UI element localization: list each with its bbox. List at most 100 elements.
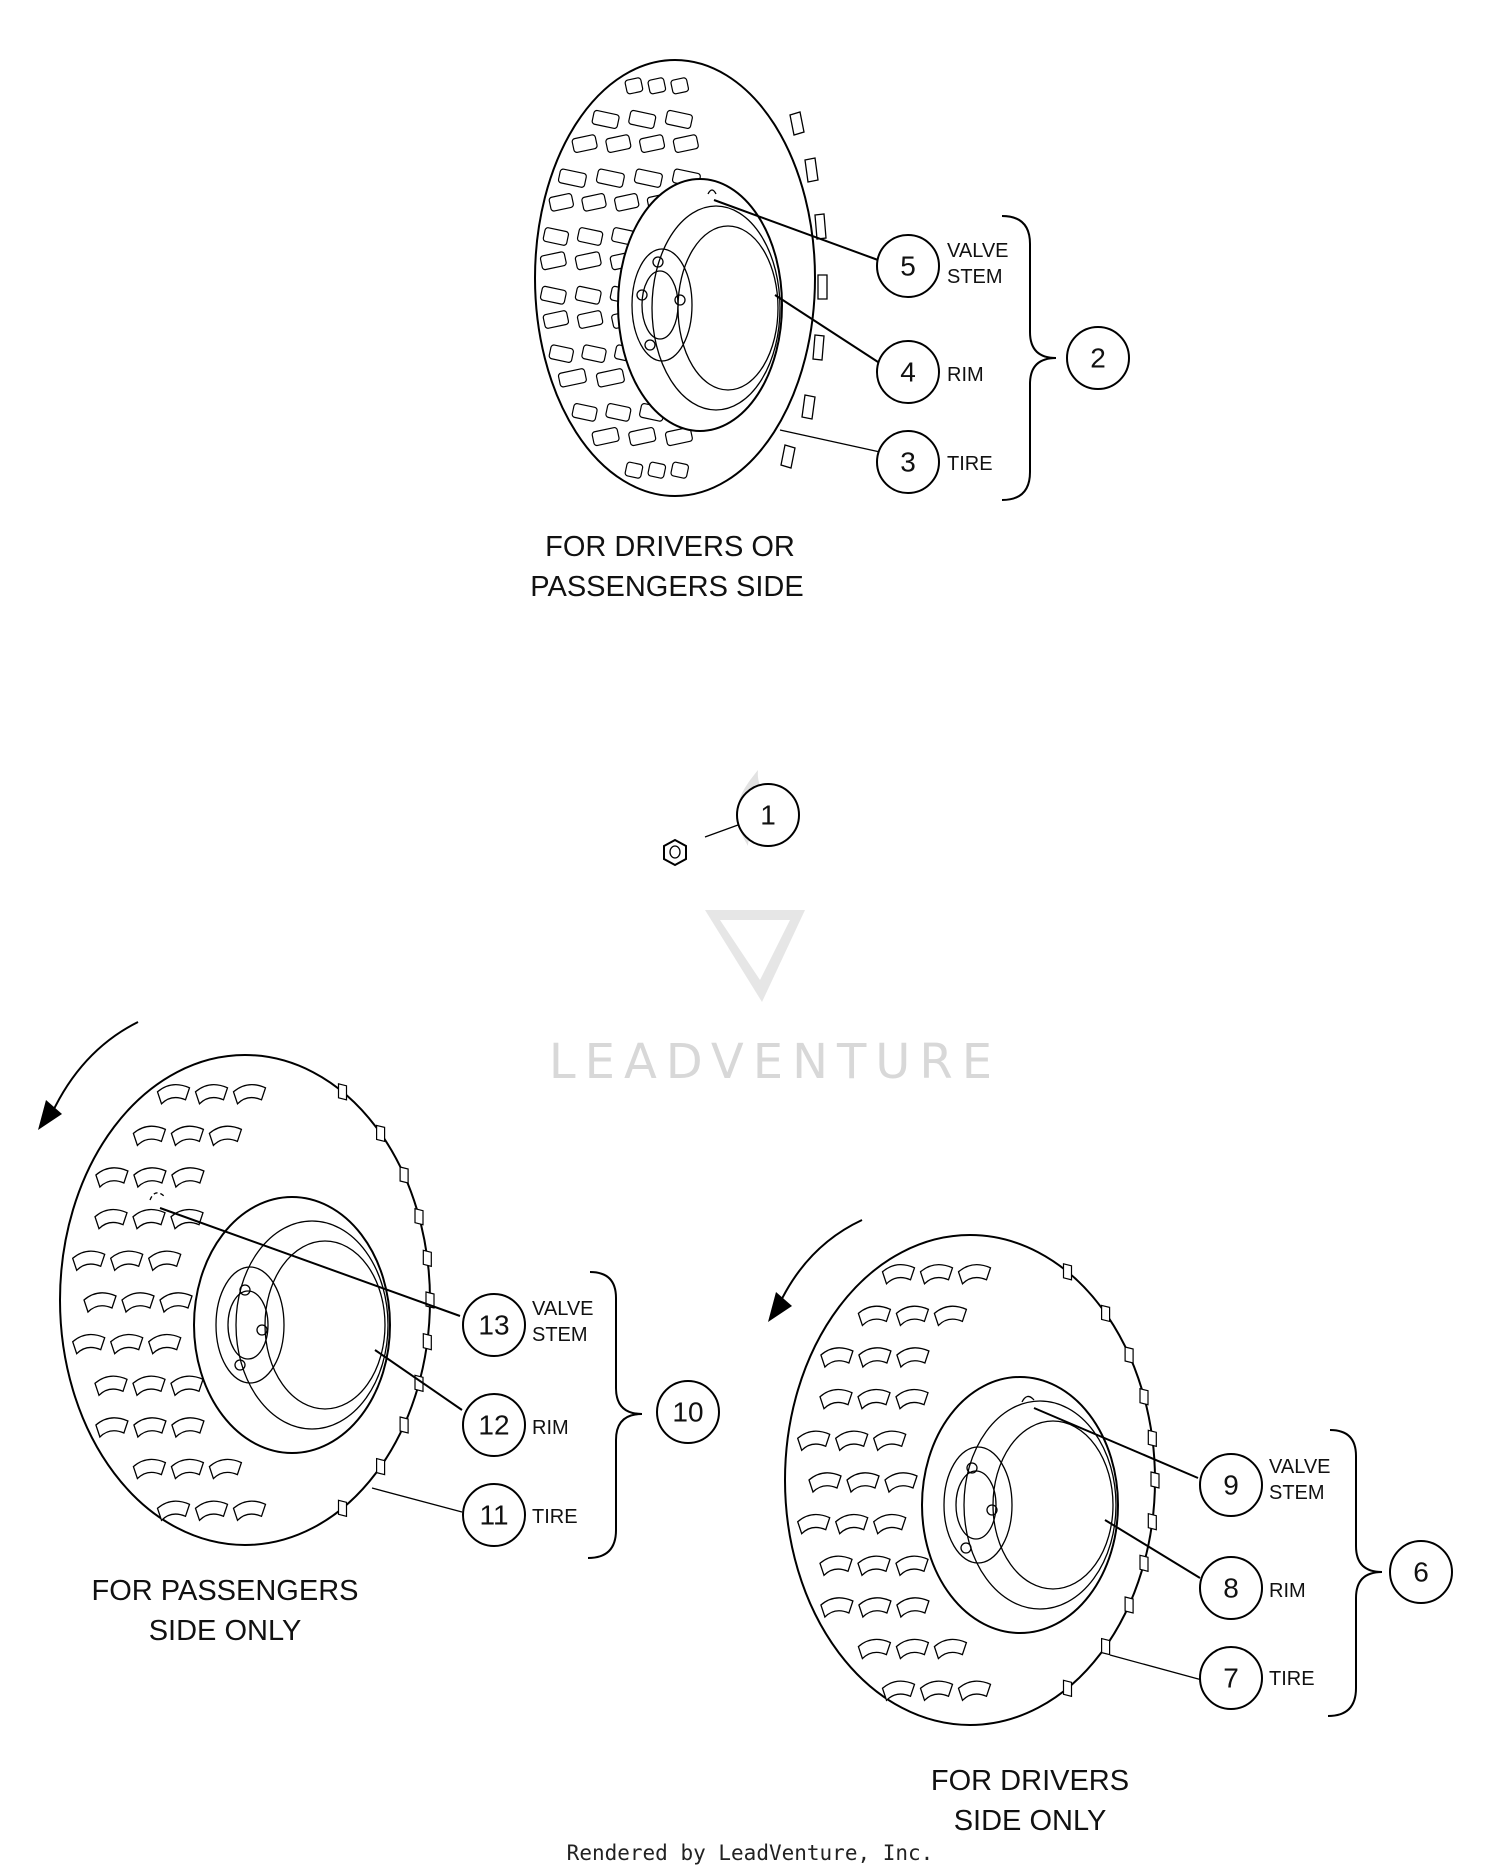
caption-right-line2: SIDE ONLY (954, 1805, 1107, 1837)
caption-top-line2: PASSENGERS SIDE (530, 571, 803, 603)
callout-label-rim: RIM (947, 364, 984, 386)
wheel-bottom-left (38, 1021, 435, 1546)
callout-number-6: 6 (1413, 1557, 1429, 1588)
callout-label-rim: RIM (1269, 1580, 1306, 1602)
tire-lug (171, 1417, 205, 1439)
callout-number-2: 2 (1090, 343, 1106, 374)
tread-block (542, 310, 570, 329)
wheel-top (534, 59, 828, 497)
tread-block (633, 168, 663, 188)
tire-lug (857, 1638, 892, 1660)
tire-lug (796, 1430, 831, 1452)
caption-left-line1: FOR PASSENGERS (92, 1575, 359, 1607)
callout-bubble-8[interactable] (1199, 1556, 1263, 1620)
caption-left-line2: SIDE ONLY (149, 1615, 302, 1647)
tire-lug (819, 1555, 853, 1577)
tire-lug (919, 1263, 954, 1286)
tire-lug (208, 1125, 243, 1147)
callout-bubble-6[interactable] (1389, 1540, 1453, 1604)
left-callouts: 13 VALVE STEM 12 RIM 11 TIRE 10 (159, 1207, 720, 1559)
tire-lug (83, 1292, 117, 1314)
callout-number-1: 1 (760, 800, 776, 831)
tire-lug (895, 1638, 930, 1660)
callout-bubble-11[interactable] (462, 1483, 526, 1547)
callout-label-stem: STEM (1269, 1482, 1325, 1504)
tire-lug (156, 1083, 191, 1106)
callout-bubble-9[interactable] (1199, 1453, 1263, 1517)
tread-block (672, 134, 699, 153)
tire-lug (109, 1333, 144, 1355)
callout-bubble-3[interactable] (876, 430, 940, 494)
tire-lug (858, 1597, 892, 1619)
callout-bubble-13[interactable] (462, 1293, 526, 1357)
tire-lug (895, 1388, 929, 1410)
tread-block (647, 77, 667, 95)
tire-lug (208, 1458, 243, 1480)
tire-lug (808, 1472, 842, 1494)
tire-lug (796, 1513, 831, 1535)
tire-lug (872, 1430, 907, 1452)
tire-edge-nub (1062, 1679, 1073, 1698)
tire-lug (857, 1555, 891, 1577)
callout-number-4: 4 (900, 357, 916, 388)
tire-edge-nub (1150, 1471, 1160, 1489)
tire-edge-nub (337, 1083, 348, 1101)
tire-lug (858, 1347, 892, 1369)
callout-bubble-4[interactable] (876, 340, 940, 404)
tread-block (591, 426, 620, 447)
tire-edge-nub (1147, 1512, 1157, 1531)
callout-bubble-12[interactable] (462, 1393, 526, 1457)
callout-label-valve: VALVE (1269, 1456, 1331, 1478)
tire-lug (94, 1375, 128, 1397)
callout-bubble-1[interactable] (736, 783, 800, 847)
tire-lug (884, 1472, 918, 1494)
top-callouts: 5 VALVE STEM 4 RIM 3 TIRE 2 (713, 199, 1130, 501)
tread-block (548, 344, 574, 363)
tire-lug (71, 1250, 106, 1272)
tire-lug (895, 1555, 929, 1577)
callout-bubble-7[interactable] (1199, 1646, 1263, 1710)
lug-nut-icon (663, 838, 687, 867)
tire-edge-nub (1062, 1263, 1073, 1281)
callout-number-10: 10 (672, 1397, 703, 1428)
tire-lug (857, 1388, 891, 1410)
tread-block (614, 193, 640, 212)
callout-number-9: 9 (1223, 1470, 1239, 1501)
callout-number-8: 8 (1223, 1573, 1239, 1604)
tread-block (595, 168, 625, 188)
tread-block (576, 227, 604, 246)
callout-bubble-2[interactable] (1066, 326, 1130, 390)
callout-bubble-10[interactable] (656, 1380, 720, 1444)
footer-credit: Rendered by LeadVenture, Inc. (567, 1841, 934, 1865)
tread-block (670, 461, 690, 479)
caption-top-line1: FOR DRIVERS OR (545, 531, 795, 563)
tread-block (639, 134, 666, 153)
tire-lug (846, 1472, 880, 1494)
tire-lug (133, 1167, 167, 1189)
callout-label-stem: STEM (947, 266, 1003, 288)
tire-lug (147, 1333, 182, 1355)
tread-block (595, 368, 625, 388)
tread-block (664, 109, 693, 130)
callout-bubble-5[interactable] (876, 234, 940, 298)
tire-lug (147, 1250, 182, 1272)
tread-block (647, 461, 667, 479)
tire-lug (156, 1500, 191, 1522)
tire-lug (820, 1347, 854, 1369)
tire-lug (232, 1083, 267, 1106)
tread-block (571, 134, 598, 153)
tire-lug (881, 1680, 916, 1702)
tire-lug (159, 1292, 193, 1314)
tire-edge-nub (1124, 1596, 1134, 1614)
tire-lug (919, 1680, 954, 1702)
tire-edge-nub (1124, 1346, 1134, 1364)
tread-block (670, 77, 690, 95)
tire-lug (71, 1333, 106, 1355)
tire-lug (194, 1083, 229, 1106)
tire-lug (933, 1305, 968, 1327)
tread-block (624, 77, 644, 95)
tread-block (581, 193, 607, 212)
assembly-bracket-2 (1001, 215, 1057, 501)
tread-block (542, 227, 570, 246)
